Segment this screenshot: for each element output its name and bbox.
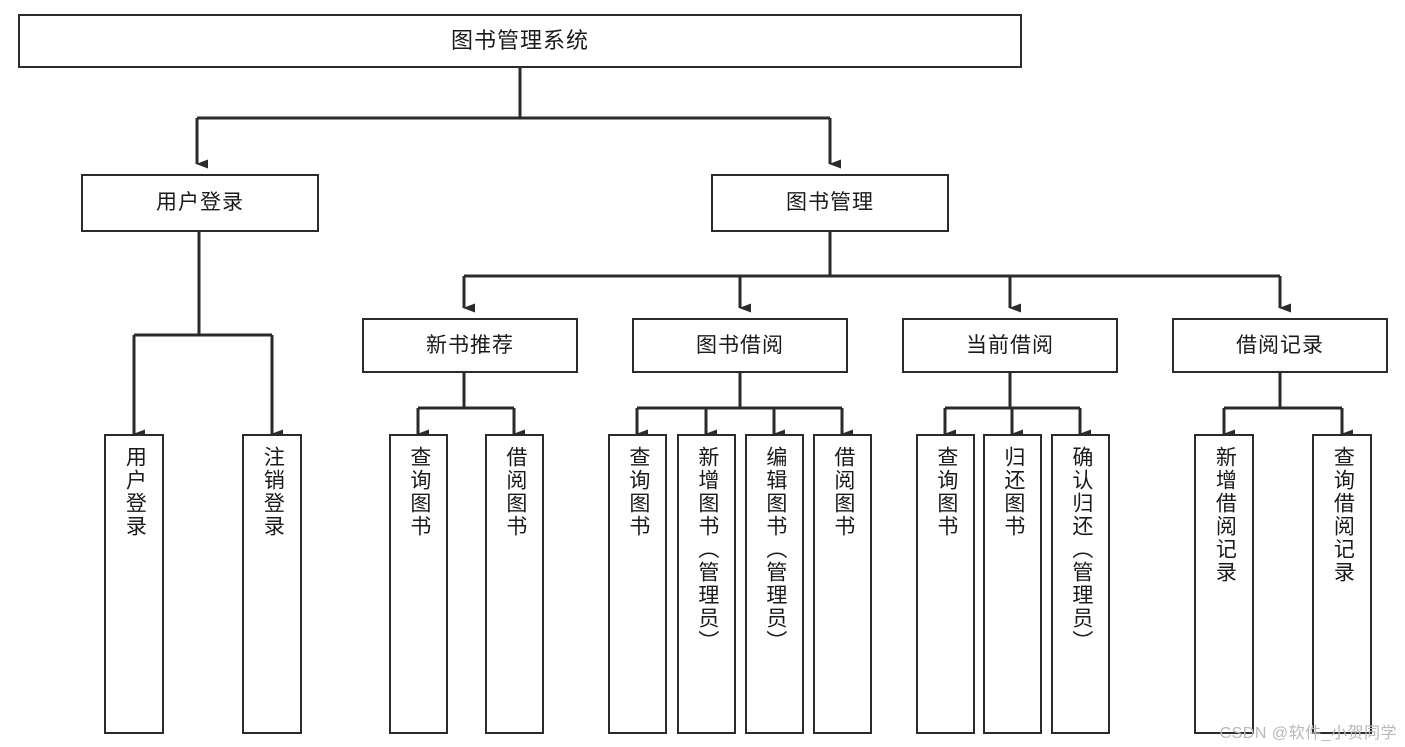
leaf-confirm-return[interactable]: 确认归还（管理员） [1051,434,1110,734]
leaf-edit-book-label: 编辑图书（管理员） [763,446,787,653]
node-current-borrow-label: 当前借阅 [966,333,1054,357]
node-borrow-record-label: 借阅记录 [1236,333,1324,357]
node-current-borrow[interactable]: 当前借阅 [902,318,1118,373]
node-book-management-label: 图书管理 [786,191,874,215]
leaf-add-book[interactable]: 新增图书（管理员） [677,434,736,734]
leaf-confirm-return-label: 确认归还（管理员） [1069,446,1093,653]
node-root-book-management-system[interactable]: 图书管理系统 [18,14,1022,68]
leaf-borrow-book-2[interactable]: 借阅图书 [813,434,872,734]
leaf-query-book-1-label: 查询图书 [407,446,431,538]
node-new-book-recommend[interactable]: 新书推荐 [362,318,578,373]
leaf-borrow-book-2-label: 借阅图书 [831,446,855,538]
leaf-add-borrow-record-label: 新增借阅记录 [1213,446,1237,584]
leaf-borrow-book-1-label: 借阅图书 [503,446,527,538]
node-user-login-label: 用户登录 [156,191,244,215]
node-user-login[interactable]: 用户登录 [81,174,319,232]
leaf-logout-login-label: 注销登录 [261,446,285,538]
leaf-query-book-2-label: 查询图书 [626,446,650,538]
node-borrow-record[interactable]: 借阅记录 [1172,318,1388,373]
leaf-query-book-1[interactable]: 查询图书 [389,434,448,734]
leaf-user-login[interactable]: 用户登录 [104,434,164,734]
node-root-label: 图书管理系统 [450,27,589,53]
node-book-management[interactable]: 图书管理 [711,174,949,232]
leaf-borrow-book-1[interactable]: 借阅图书 [485,434,544,734]
leaf-query-book-3-label: 查询图书 [934,446,958,538]
leaf-add-borrow-record[interactable]: 新增借阅记录 [1194,434,1254,734]
leaf-return-book[interactable]: 归还图书 [983,434,1042,734]
leaf-return-book-label: 归还图书 [1001,446,1025,538]
leaf-user-login-label: 用户登录 [123,446,147,538]
leaf-query-book-3[interactable]: 查询图书 [916,434,975,734]
leaf-query-borrow-record[interactable]: 查询借阅记录 [1312,434,1372,734]
node-book-borrow-label: 图书借阅 [696,333,784,357]
node-book-borrow[interactable]: 图书借阅 [632,318,848,373]
leaf-edit-book[interactable]: 编辑图书（管理员） [745,434,804,734]
node-new-book-recommend-label: 新书推荐 [426,333,514,357]
leaf-query-book-2[interactable]: 查询图书 [608,434,667,734]
leaf-query-borrow-record-label: 查询借阅记录 [1331,446,1355,584]
leaf-add-book-label: 新增图书（管理员） [695,446,719,653]
leaf-logout-login[interactable]: 注销登录 [242,434,302,734]
